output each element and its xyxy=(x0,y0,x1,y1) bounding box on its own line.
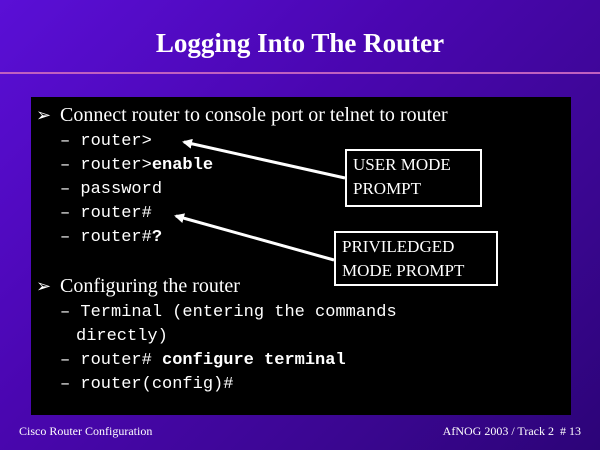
command-text: directly) xyxy=(76,327,168,346)
sub-item: – router# xyxy=(60,204,152,223)
sub-item: – router(config)# xyxy=(60,375,234,394)
bullet-text: Configuring the router xyxy=(60,275,240,297)
privileged-mode-callout: PRIVILEDGED MODE PROMPT xyxy=(334,231,498,286)
command-text: router(config)# xyxy=(80,375,234,394)
arrowhead-bullet-icon: ➢ xyxy=(36,276,52,296)
command-text: router# xyxy=(80,351,163,370)
sub-item-continuation: directly) xyxy=(76,325,168,349)
command-text: password xyxy=(80,180,163,199)
command-bold: enable xyxy=(151,156,214,175)
slide-title: Logging Into The Router xyxy=(155,28,445,58)
sub-item: – password xyxy=(60,180,163,199)
command-text: router> xyxy=(80,156,152,175)
bullet-text: Connect router to console port or telnet… xyxy=(60,104,448,126)
command-text: router# xyxy=(80,228,152,247)
footer-right: AfNOG 2003 / Track 2 # 13 xyxy=(442,424,581,438)
sub-item: – Terminal (entering the commands xyxy=(60,303,397,322)
callout-line: MODE PROMPT xyxy=(342,261,465,280)
privileged-mode-arrow xyxy=(174,213,335,262)
footer-left: Cisco Router Configuration xyxy=(19,424,153,438)
command-bold: configure terminal xyxy=(162,351,346,370)
title-divider xyxy=(0,72,600,74)
user-mode-arrow xyxy=(182,138,346,180)
sub-item: – router#? xyxy=(60,228,163,247)
callout-line: PRIVILEDGED xyxy=(342,237,455,256)
bullet-connect: ➢ Connect router to console port or telne… xyxy=(36,104,448,127)
sub-item: – router>enable xyxy=(60,156,214,175)
command-text: router# xyxy=(80,204,152,223)
user-mode-callout: USER MODE PROMPT xyxy=(345,149,482,207)
arrowhead-bullet-icon: ➢ xyxy=(36,105,52,125)
sub-item: – router# configure terminal xyxy=(60,351,346,370)
command-text: router> xyxy=(80,132,152,151)
sub-item: – router> xyxy=(60,132,152,151)
command-bold: ? xyxy=(151,228,163,247)
command-text: Terminal (entering the commands xyxy=(80,303,397,322)
callout-line: PROMPT xyxy=(353,179,422,198)
bullet-configuring: ➢ Configuring the router xyxy=(36,275,240,298)
callout-line: USER MODE xyxy=(353,155,451,174)
